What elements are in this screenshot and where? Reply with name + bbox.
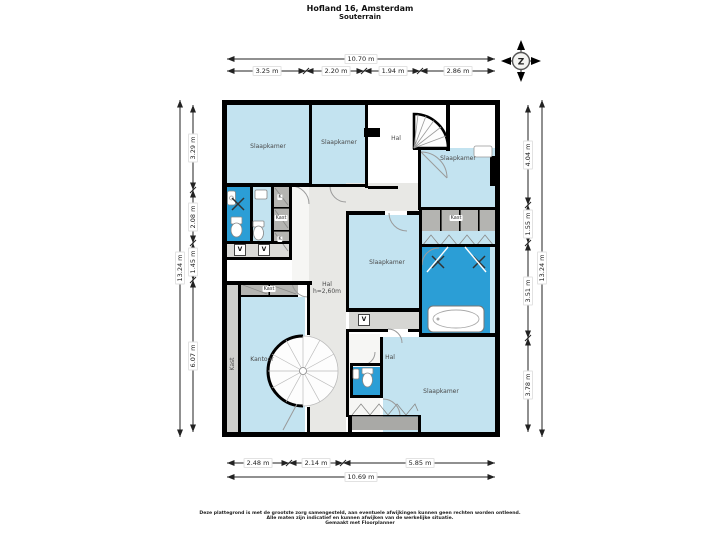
fixtures — [227, 145, 493, 388]
ventilation-icon: V — [358, 314, 370, 326]
ventilation-icon: V — [258, 244, 270, 256]
room-label-hal: Hal — [385, 354, 395, 361]
floor-subtitle: Souterrain — [339, 13, 381, 21]
toilet — [230, 216, 243, 238]
dim-right-3: 3.51 m — [523, 276, 533, 306]
plan-title: Hofland 16, Amsterdam Souterrain — [0, 4, 720, 21]
dim-top-1: 3.25 m — [252, 66, 282, 76]
shelf — [473, 145, 493, 158]
dim-left-2: 2.08 m — [188, 202, 198, 232]
room-label-ceiling-height: h=2,60m — [312, 288, 342, 295]
dim-right-total: 13.24 m — [537, 251, 547, 285]
disclaimer-line: Deze plattegrond is met de grootste zorg… — [199, 511, 521, 516]
room-label-slaapkamer: Slaapkamer — [250, 143, 286, 150]
room-label-kast: Kast — [449, 215, 463, 221]
dim-bottom-3: 5.85 m — [405, 458, 435, 468]
disclaimer-line: Alle maten zijn indicatief en kunnen afw… — [266, 516, 454, 522]
toilet — [361, 367, 374, 388]
sink — [352, 368, 360, 380]
sink — [254, 189, 268, 200]
dim-top-2: 2.20 m — [321, 66, 351, 76]
dim-left-1: 3.29 m — [188, 133, 198, 163]
dim-top-total: 10.70 m — [344, 54, 378, 64]
room-label-kast: K — [277, 236, 283, 242]
room-label-hal: Hal — [322, 281, 332, 288]
room-slaapkamer-top-mid — [312, 105, 365, 185]
spiral-stair — [266, 334, 339, 431]
room-label-kast: Kast — [262, 286, 276, 292]
sink — [227, 190, 236, 206]
dim-left-total: 13.24 m — [175, 251, 185, 285]
address-title: Hofland 16, Amsterdam — [306, 4, 414, 13]
landing — [292, 183, 309, 281]
room-label-slaapkamer: Slaapkamer — [321, 139, 357, 146]
room-fills — [227, 105, 495, 432]
shower-glass — [426, 246, 487, 273]
compass-letter: Z — [518, 58, 525, 68]
compass-icon: Z — [501, 40, 541, 82]
dim-top-3: 1.94 m — [378, 66, 408, 76]
room-label-slaapkamer: Slaapkamer — [369, 259, 405, 266]
radiator — [490, 156, 497, 186]
disclaimer-line: Gemaakt met Floorplanner — [325, 521, 395, 527]
room-slaapkamer-mid — [349, 215, 419, 308]
dim-bottom-2: 2.14 m — [301, 458, 331, 468]
room-slaapkamer-top-right — [421, 148, 495, 209]
room-label-hal: Hal — [391, 135, 401, 142]
dim-bottom-total: 10.69 m — [344, 472, 378, 482]
ventilation-icon: V — [234, 244, 246, 256]
dim-left-3: 1.45 m — [188, 247, 198, 277]
shower-icon — [431, 255, 445, 269]
stairs-top — [412, 112, 450, 150]
dim-right-1: 4.04 m — [523, 140, 533, 170]
dim-top-4: 2.86 m — [443, 66, 473, 76]
dim-left-4: 6.07 m — [188, 341, 198, 371]
toilet — [252, 220, 265, 241]
closet-left-narrow — [227, 285, 238, 432]
bathtub — [427, 305, 485, 333]
room-slaapkamer-top-left — [227, 105, 309, 184]
room-label-kast: Kast — [229, 357, 236, 371]
closet-strip-bottom — [352, 417, 418, 430]
room-label-slaapkamer: Slaapkamer — [423, 388, 459, 395]
disclaimer: Deze plattegrond is met de grootste zorg… — [0, 511, 720, 527]
dim-right-4: 3.78 m — [523, 370, 533, 400]
dim-right-2: 1.55 m — [523, 209, 533, 239]
room-label-kast: K — [277, 194, 283, 200]
room-label-slaapkamer: Slaapkamer — [440, 155, 476, 162]
walls — [222, 100, 500, 437]
dim-bottom-1: 2.48 m — [243, 458, 273, 468]
room-label-kast: Kast — [274, 215, 288, 221]
shower-icon — [231, 197, 245, 211]
room-label-kantoor: Kantoor — [250, 356, 274, 363]
